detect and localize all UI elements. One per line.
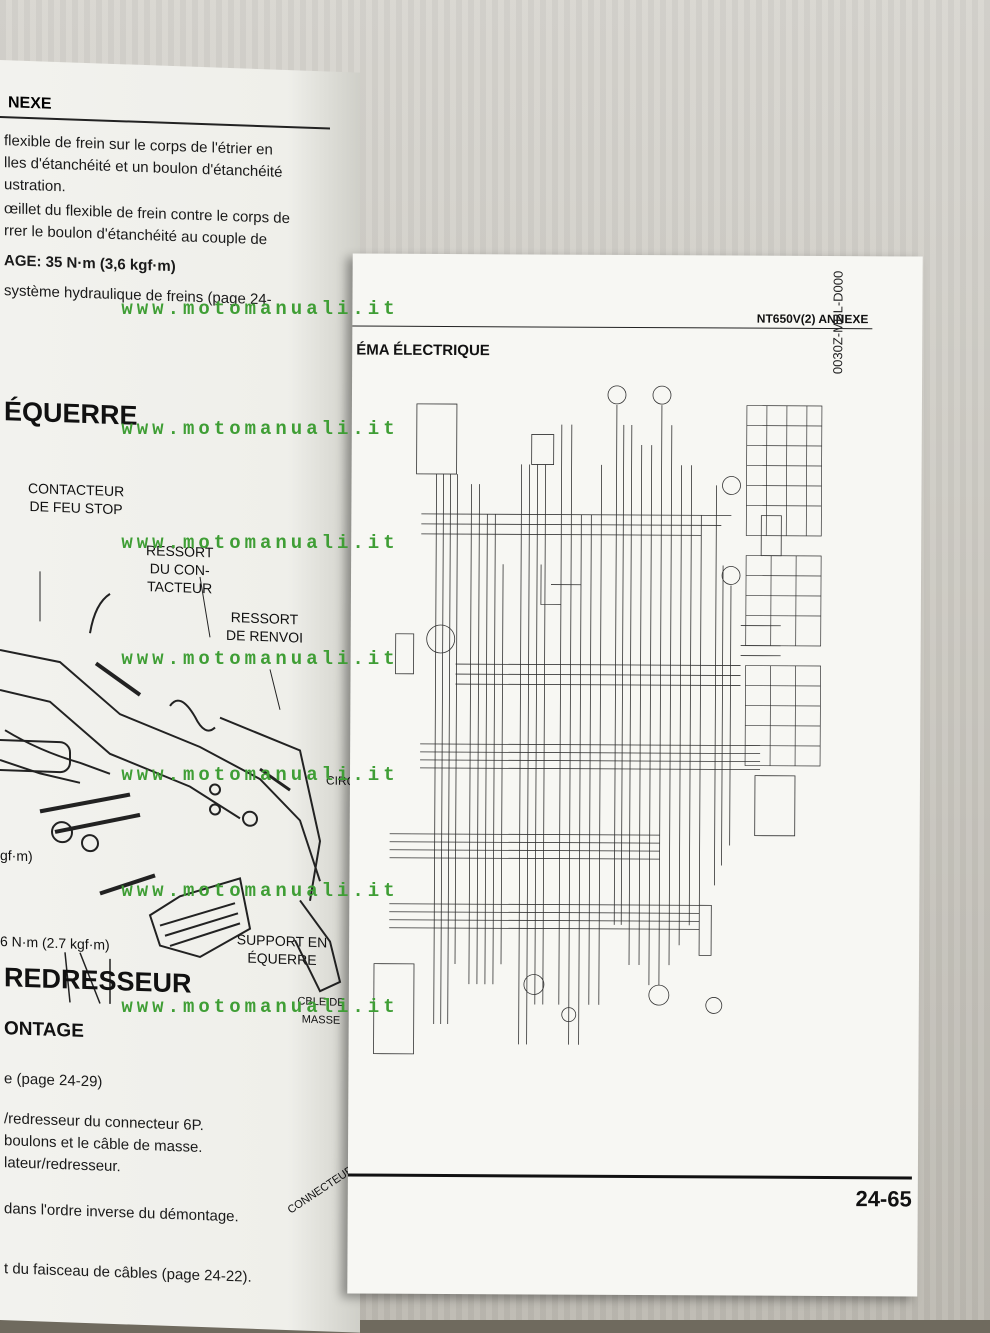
section2-line: lateur/redresseur. (4, 1154, 121, 1176)
diagram-code: 0030Z-MBL-D000 (830, 270, 846, 375)
header-rule (0, 116, 330, 130)
section2-title: REDRESSEUR (4, 962, 192, 999)
watermark: www.motomanuali.it (121, 880, 399, 902)
section2-line: dans l'ordre inverse du démontage. (4, 1200, 239, 1226)
section2-subtitle: ONTAGE (4, 1018, 84, 1042)
watermark: www.motomanuali.it (121, 764, 399, 786)
left-page-header: NEXE (8, 94, 52, 113)
section2-line: e (page 24-29) (4, 1070, 103, 1091)
watermark: www.motomanuali.it (121, 298, 399, 320)
watermark: www.motomanuali.it (121, 648, 399, 670)
wiring-diagram (373, 385, 823, 1055)
watermark: www.motomanuali.it (121, 418, 399, 440)
label-connecteur: CONNECTEUR (285, 1164, 357, 1217)
diagram-title: ÉMA ÉLECTRIQUE (356, 341, 490, 360)
paragraph-line: ustration. (4, 176, 66, 196)
section2-line: /redresseur du connecteur 6P. (4, 1110, 204, 1135)
left-page: NEXE flexible de frein sur le corps de l… (0, 60, 360, 1333)
header-rule (352, 325, 873, 330)
section2-line: t du faisceau de câbles (page 24-22). (4, 1260, 252, 1286)
right-page-header: NT650V(2) ANNEXE (756, 311, 869, 327)
watermark: www.motomanuali.it (121, 532, 399, 554)
page-number: 24-65 (855, 1186, 912, 1212)
right-page: NT650V(2) ANNEXE ÉMA ÉLECTRIQUE 0030Z-MB… (347, 253, 923, 1297)
pedal-assembly-drawing (0, 571, 342, 1004)
section2-line: boulons et le câble de masse. (4, 1132, 203, 1157)
torque-spec: AGE: 35 N·m (3,6 kgf·m) (4, 252, 176, 276)
watermark: www.motomanuali.it (121, 996, 399, 1018)
footer-rule (347, 1173, 912, 1180)
paragraph-line: rrer le boulon d'étanchéité au couple de (4, 222, 268, 249)
